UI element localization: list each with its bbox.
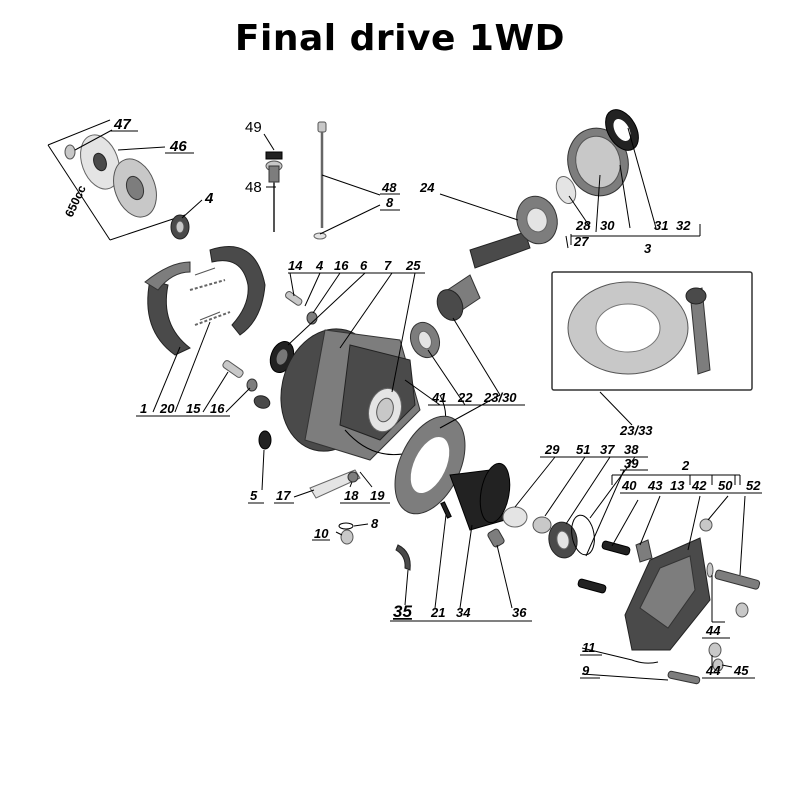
callout-37: 37: [600, 442, 615, 457]
callout-2: 2: [681, 458, 690, 473]
shim-28-part: [555, 175, 577, 205]
final-drive-housing: [280, 328, 421, 461]
callout-40: 40: [621, 478, 637, 493]
washer-8-part: [313, 232, 327, 240]
clip-13-part: [635, 539, 653, 563]
callout-42: 42: [691, 478, 707, 493]
callout-36: 36: [512, 605, 527, 620]
callout-34: 34: [456, 605, 471, 620]
bolt-9-part: [667, 670, 701, 685]
pin-15-part: [222, 360, 244, 378]
callout-46: 46: [169, 138, 187, 155]
callout-20: 20: [159, 401, 175, 416]
leader-lines: [74, 127, 762, 681]
plug-50-part: [699, 518, 713, 532]
callout-31: 31: [654, 218, 668, 233]
small-washer-part: [64, 144, 76, 160]
callout-14: 14: [288, 258, 303, 273]
callout-27: 27: [573, 234, 589, 249]
callout-19: 19: [370, 488, 385, 503]
part-5: [258, 430, 272, 450]
cap-49-part: [265, 151, 283, 160]
side-cover: [624, 537, 711, 651]
brake-shoes: [144, 246, 266, 356]
clip-35-part: [395, 544, 411, 571]
part-10: [340, 529, 354, 545]
callout-44-lower: 44: [705, 663, 721, 678]
callout-28: 28: [575, 218, 591, 233]
callout-32: 32: [676, 218, 691, 233]
seal-2-part: [706, 562, 714, 578]
hub-flange-group: [47, 119, 190, 241]
callout-3: 3: [644, 241, 652, 256]
callout-18: 18: [344, 488, 359, 503]
callout-8-low: 8: [371, 516, 379, 531]
callout-21: 21: [430, 605, 445, 620]
callout-48-left: 48: [245, 179, 262, 196]
callout-8-top: 8: [386, 195, 394, 210]
callout-51: 51: [576, 442, 590, 457]
callout-13: 13: [670, 478, 685, 493]
callout-17: 17: [276, 488, 291, 503]
pin-14-part: [285, 291, 303, 306]
callout-43: 43: [647, 478, 663, 493]
callout-48-right: 48: [381, 180, 397, 195]
callout-5: 5: [250, 488, 258, 503]
callout-7: 7: [384, 258, 392, 273]
callout-6: 6: [360, 258, 368, 273]
pin-21-part: [440, 501, 452, 519]
callout-39: 39: [624, 456, 639, 471]
callout-24: 24: [419, 180, 435, 195]
callout-49: 49: [245, 119, 262, 136]
callout-11: 11: [582, 640, 596, 655]
crown-wheel-inset: [551, 271, 753, 391]
callout-16-low: 16: [210, 401, 225, 416]
nut-44b-part: [708, 642, 722, 658]
washer-8b-part: [338, 522, 354, 530]
part-18: [347, 471, 359, 483]
adjuster-part: [253, 395, 271, 409]
callout-15: 15: [186, 401, 201, 416]
callout-52: 52: [746, 478, 761, 493]
callout-4: 4: [204, 190, 214, 207]
pin-36-part: [487, 528, 505, 548]
callout-23-33: 23/33: [619, 423, 653, 438]
callout-44-upper: 44: [705, 623, 721, 638]
callout-45: 45: [733, 663, 749, 678]
callout-4-mid: 4: [315, 258, 324, 273]
callout-41: 41: [431, 390, 446, 405]
page-title: Final drive 1WD: [234, 18, 566, 59]
callout-1: 1: [140, 401, 147, 416]
callout-29: 29: [544, 442, 560, 457]
callout-10: 10: [314, 526, 329, 541]
callout-25: 25: [405, 258, 421, 273]
spring-11-part: [631, 659, 659, 664]
pinion-shaft: [436, 231, 531, 321]
callout-50: 50: [718, 478, 733, 493]
bearing-29-part: [502, 506, 528, 528]
callout-16-top: 16: [334, 258, 349, 273]
callout-22: 22: [457, 390, 473, 405]
dipstick-48-part: [317, 121, 327, 133]
differential-carrier: [449, 462, 511, 531]
bolt-52-part: [714, 569, 761, 590]
pin-40-part: [601, 540, 631, 556]
callout-23-30: 23/30: [483, 390, 517, 405]
nut-51-part: [532, 516, 552, 534]
callout-9: 9: [582, 663, 590, 678]
callout-35: 35: [393, 602, 412, 621]
nut-44a-part: [735, 602, 749, 618]
callout-47: 47: [113, 116, 131, 133]
callout-38: 38: [624, 442, 639, 457]
callout-30: 30: [600, 218, 615, 233]
pin-43-part: [577, 578, 607, 594]
